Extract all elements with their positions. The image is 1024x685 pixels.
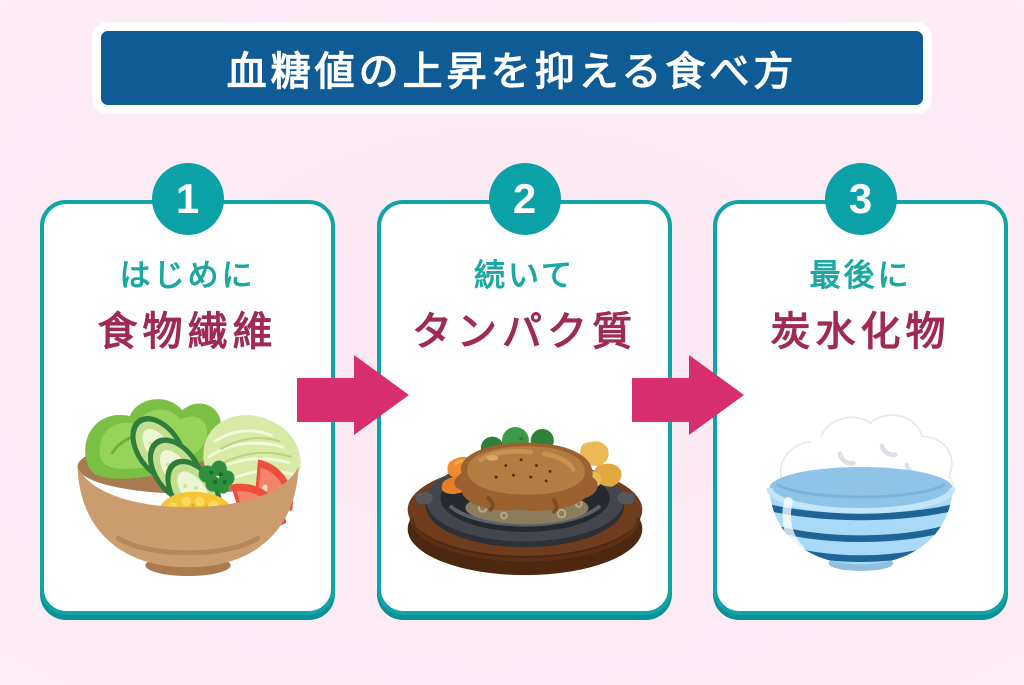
step-number-badge: 3 (824, 163, 897, 235)
hamburger-steak-illustration (400, 402, 650, 585)
step-number-badge: 2 (488, 163, 561, 235)
bowl-rim-interior (768, 466, 953, 509)
step-timing-label: 最後に (809, 258, 912, 293)
hamburger-patty (453, 442, 598, 514)
salad-bowl-icon (77, 399, 301, 577)
step-food-label: タンパク質 (412, 310, 637, 354)
salad-bowl-illustration (62, 385, 314, 584)
step-timing-label: 続いて (473, 258, 576, 293)
striped-bowl (766, 487, 955, 565)
shredded-cabbage (202, 415, 301, 489)
step-card-protein: 2 続いて タンパク質 (377, 163, 672, 615)
wooden-bowl (77, 466, 298, 568)
step-card-carbs: 3 最後に 炭水化物 (713, 163, 1008, 615)
rice-bowl-icon (766, 414, 955, 571)
hamburger-steak-icon (407, 427, 642, 576)
title-banner: 血糖値の上昇を抑える食べ方 (92, 22, 932, 114)
rice-bowl-illustration (756, 404, 966, 576)
arrow-right-icon (297, 355, 409, 435)
step-food-label: 食物繊維 (97, 310, 278, 354)
arrow-right-icon (632, 355, 744, 435)
parsley-garnish (198, 460, 235, 494)
step-card-fiber: 1 はじめに 食物繊維 (40, 163, 335, 615)
step-timing-label: はじめに (119, 258, 256, 293)
page-title: 血糖値の上昇を抑える食べ方 (226, 50, 798, 94)
step-food-label: 炭水化物 (770, 310, 951, 354)
step-number-badge: 1 (151, 163, 224, 235)
